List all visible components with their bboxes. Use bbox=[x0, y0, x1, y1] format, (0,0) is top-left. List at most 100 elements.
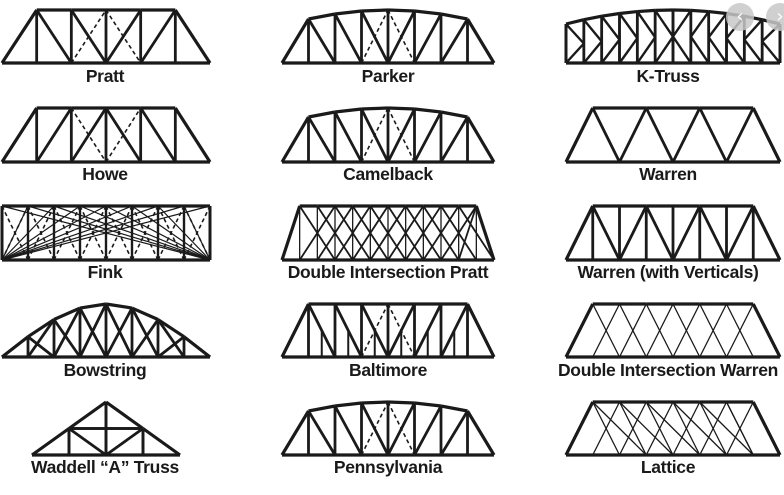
fan-member bbox=[1, 205, 185, 261]
top-chord bbox=[414, 107, 442, 114]
top-chord bbox=[334, 401, 362, 408]
member bbox=[70, 107, 108, 163]
top-chord bbox=[414, 9, 442, 16]
top-chord bbox=[280, 205, 302, 261]
counter-diagonal bbox=[360, 9, 389, 64]
member bbox=[351, 205, 389, 261]
fan-member bbox=[1, 205, 107, 261]
top-chord bbox=[173, 107, 212, 163]
top-chord bbox=[308, 110, 336, 119]
top-chord bbox=[690, 8, 709, 14]
member bbox=[35, 107, 73, 163]
member bbox=[130, 318, 160, 358]
top-chord bbox=[79, 302, 107, 310]
member bbox=[439, 18, 469, 64]
top-chord bbox=[142, 427, 181, 457]
member bbox=[35, 9, 73, 64]
top-chord bbox=[466, 18, 496, 64]
k-diagonal bbox=[743, 38, 764, 64]
k-diagonal bbox=[565, 23, 585, 45]
member bbox=[440, 205, 478, 261]
member bbox=[139, 107, 177, 163]
counter-diagonal bbox=[105, 205, 133, 261]
top-chord bbox=[564, 205, 595, 261]
fan-member bbox=[1, 205, 211, 261]
top-chord bbox=[751, 401, 782, 456]
top-chord bbox=[280, 410, 310, 456]
member bbox=[591, 205, 621, 261]
top-chord bbox=[157, 318, 185, 339]
top-chord bbox=[440, 110, 468, 119]
member bbox=[671, 107, 702, 163]
member bbox=[698, 205, 728, 261]
fink-truss bbox=[0, 204, 212, 262]
k-diagonal bbox=[654, 36, 674, 64]
top-chord bbox=[637, 8, 656, 14]
k-diagonal bbox=[672, 35, 692, 64]
member bbox=[130, 307, 160, 358]
member bbox=[592, 401, 621, 456]
top-chord bbox=[31, 427, 70, 457]
k-diagonal bbox=[582, 40, 603, 64]
k-diagonal bbox=[618, 12, 639, 39]
chevron-right-icon: › bbox=[776, 6, 784, 27]
member bbox=[316, 205, 354, 261]
member bbox=[104, 307, 134, 358]
top-chord bbox=[601, 11, 620, 18]
top-chord bbox=[53, 306, 81, 321]
member bbox=[592, 303, 621, 358]
k-diagonal bbox=[636, 36, 657, 64]
top-chord bbox=[173, 9, 212, 64]
top-chord bbox=[361, 8, 389, 13]
k-diagonal bbox=[743, 18, 764, 41]
pennsylvania-label: Pennsylvania bbox=[333, 457, 443, 477]
baltimore-truss bbox=[280, 302, 496, 359]
member bbox=[307, 116, 337, 163]
member bbox=[78, 303, 108, 358]
member bbox=[618, 401, 647, 456]
carousel-prev-button[interactable]: ‹ bbox=[726, 3, 754, 31]
member bbox=[387, 205, 425, 261]
member bbox=[369, 205, 407, 261]
top-chord bbox=[334, 9, 362, 16]
member bbox=[699, 401, 754, 456]
member bbox=[422, 205, 460, 261]
top-chord bbox=[414, 401, 442, 408]
member bbox=[725, 303, 754, 358]
member bbox=[333, 405, 363, 456]
member bbox=[672, 401, 727, 456]
top-chord bbox=[361, 106, 389, 111]
waddell-label: Waddell “A” Truss bbox=[31, 457, 179, 477]
pratt-truss bbox=[0, 8, 212, 65]
top-chord bbox=[708, 9, 727, 16]
member bbox=[157, 335, 185, 359]
member bbox=[52, 318, 82, 358]
fan-member bbox=[1, 205, 133, 261]
top-chord bbox=[387, 8, 415, 13]
member bbox=[457, 205, 478, 261]
member bbox=[307, 18, 337, 64]
carousel-next-button[interactable]: › bbox=[766, 3, 784, 31]
k-diagonal bbox=[672, 9, 692, 38]
top-chord bbox=[751, 303, 782, 358]
top-chord bbox=[619, 9, 638, 16]
member bbox=[618, 303, 647, 358]
member bbox=[307, 410, 337, 456]
member bbox=[68, 427, 107, 457]
top-chord bbox=[27, 318, 55, 339]
top-chord bbox=[387, 106, 415, 111]
member bbox=[183, 335, 211, 359]
member bbox=[591, 107, 621, 163]
top-chord bbox=[466, 410, 496, 456]
top-chord bbox=[751, 205, 782, 261]
bowstring-truss bbox=[1, 302, 211, 359]
member bbox=[457, 205, 495, 261]
counter-diagonal bbox=[387, 401, 416, 456]
member bbox=[439, 116, 469, 163]
top-chord bbox=[564, 401, 595, 456]
counter-diagonal bbox=[360, 401, 389, 456]
howe-truss bbox=[0, 106, 212, 164]
counter-diagonal bbox=[360, 107, 389, 163]
lattice-truss bbox=[564, 400, 782, 457]
